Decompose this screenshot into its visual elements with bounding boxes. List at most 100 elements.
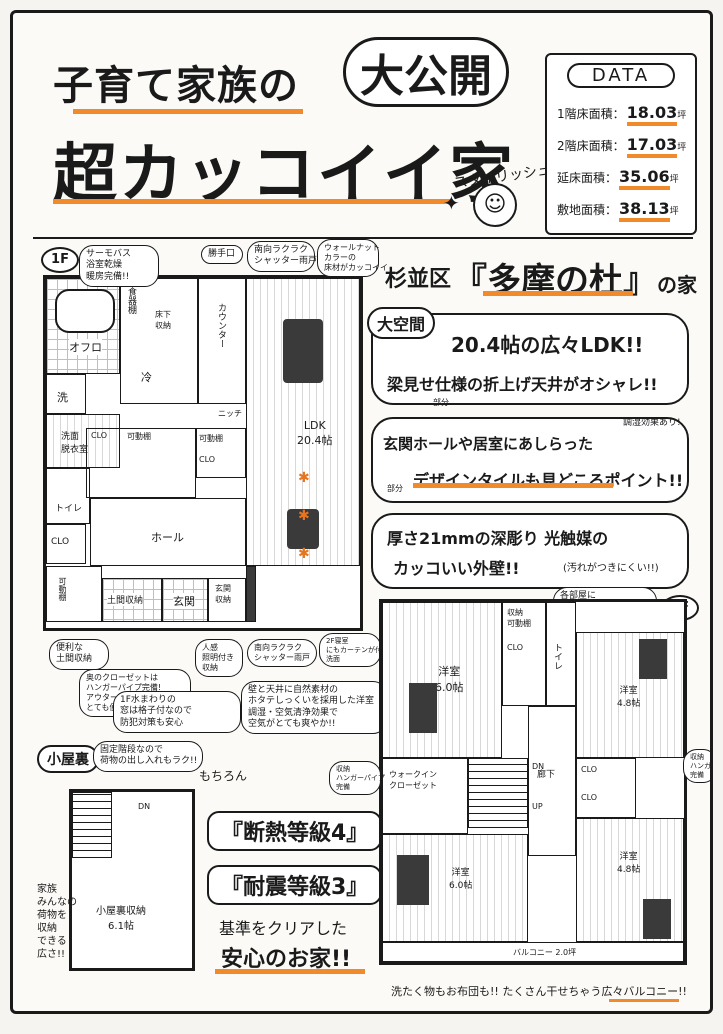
data-title: DATA — [567, 63, 675, 88]
data-label: 敷地面積： — [557, 203, 618, 217]
data-label: 1階床面積： — [557, 107, 625, 121]
room-ldk: LDK 20.4帖 — [246, 278, 360, 566]
point-text: カッコいい外壁!! — [393, 559, 520, 578]
room-label: 洋室 6.0帖 — [435, 665, 464, 694]
point-bubble-3: 厚さ21mmの深彫り 光触媒の カッコいい外壁!! (汚れがつきにくい!!) — [371, 513, 689, 589]
room-label: CLO — [91, 431, 108, 440]
room-wic: ウォークイン クローゼット — [382, 758, 468, 834]
floor2-side-callout2: 収納 ハンガーパイプ 完備 — [329, 761, 385, 796]
bed-icon — [409, 683, 437, 733]
room-label: CLO — [507, 643, 524, 652]
room-label: 可動棚 — [199, 434, 223, 443]
point-bubble-1: 大空間 20.4帖の広々LDK!! 梁見せ仕様の折上げ天井がオシャレ!! 部分 — [367, 307, 689, 407]
room-label: 可動棚 — [58, 577, 67, 601]
point-note: (汚れがつきにくい!!) — [563, 563, 659, 574]
grade-item2: 『耐震等級3』 — [207, 865, 383, 905]
data-unit: 坪 — [669, 207, 679, 217]
callout-backdoor: 勝手口 — [201, 245, 243, 265]
callout-shutter2: 南向ラクラク シャッター雨戸 — [247, 639, 317, 667]
room-label: 洗面 脱衣室 — [61, 432, 89, 455]
callout-shutter: 南向ラクラク シャッター雨戸 — [247, 241, 317, 272]
floor1-plan: オフロ 洗 洗面 脱衣室 トイレ CLO 食器棚 床下 収納 冷 カウンター L… — [43, 275, 363, 631]
data-row: 延床面積：35.06坪 — [557, 167, 691, 190]
room-earth-storage: 土間収納 — [102, 578, 162, 622]
room-label: 廊下 — [537, 770, 556, 780]
callout-curtain: 2F寝室 にもカーテンが付いてる 洗面 — [319, 633, 403, 668]
room-label: 土間収納 — [107, 593, 144, 606]
bottom-underline — [609, 999, 679, 1002]
room-entrance: 玄関 — [162, 578, 208, 622]
room-wash: 洗 — [46, 374, 86, 414]
room-label: 洗 — [57, 391, 68, 404]
attic-badge: 小屋裏 — [37, 745, 99, 773]
room-label: 床下 収納 — [155, 310, 171, 330]
room-label: 冷 — [141, 371, 152, 384]
bathtub-icon — [55, 289, 115, 333]
point-text: 梁見せ仕様の折上げ天井がオシャレ!! — [387, 375, 658, 394]
point-text: 20.4帖の広々LDK!! — [451, 333, 644, 357]
room-movable: 可動棚 — [46, 566, 102, 622]
room-kitchen: 食器棚 床下 収納 冷 — [120, 278, 198, 404]
attic-plan: DN 小屋裏収納 6.1帖 — [69, 789, 195, 971]
title-underline — [53, 199, 453, 204]
callout-earth-storage: 便利な 土間収納 — [49, 639, 109, 670]
room-r4: 洋室 4.8帖 — [576, 818, 684, 942]
attic-stairs — [72, 792, 112, 858]
room-toilet: トイレ — [46, 468, 90, 524]
data-value: 38.13 — [619, 199, 670, 222]
data-value: 18.03 — [626, 103, 678, 126]
room-counter: カウンター — [198, 278, 246, 404]
room-label: 洋室 6.0帖 — [449, 868, 473, 891]
callout-window: 1F水まわりの 窓は格子付なので 防犯対策も安心 — [113, 691, 241, 733]
tile-mark-icon: ✱ — [298, 508, 310, 524]
grade-text: 基準をクリアした — [219, 919, 348, 938]
floor2-dn: DN — [532, 762, 545, 771]
title1-underline — [73, 109, 303, 114]
location-ward: 杉並区 — [385, 267, 452, 292]
grade-underline — [215, 969, 365, 974]
title-badge: 大公開 — [343, 37, 509, 107]
room-r3: 洋室 6.0帖 — [382, 834, 528, 942]
attic-room-label: 小屋裏収納 6.1帖 — [96, 906, 146, 932]
point-note: 部分 — [387, 484, 403, 493]
grade-closing: 安心のお家!! — [221, 947, 352, 972]
room-label: LDK 20.4帖 — [297, 419, 333, 447]
callout-light: 人感 照明付き 収納 — [195, 639, 243, 677]
point-text: 厚さ21mmの深彫り 光触媒の — [387, 529, 609, 548]
callout-shikkui: 壁と天井に自然素材の ホタテしっくいを採用した洋室 調湿・空気清浄効果で 空気が… — [241, 681, 387, 734]
floor1-badge: 1F — [41, 247, 79, 273]
grade-lead: もちろん — [199, 769, 248, 783]
room-r1: 洋室 6.0帖 — [382, 602, 502, 758]
room-label: CLO — [199, 455, 216, 464]
location-underline — [483, 291, 633, 296]
room-label: CLO — [581, 765, 598, 774]
room-label: CLO — [581, 793, 598, 802]
room-balcony: バルコニー 2.0坪 — [382, 942, 684, 962]
floor2-side-callout: 収納 ハンガーパイプ 完備 — [683, 749, 710, 784]
accent-wall — [246, 566, 256, 622]
bed-icon — [643, 899, 671, 939]
data-label: 2階床面積： — [557, 139, 625, 153]
room-label: オフロ — [69, 339, 102, 355]
tile-mark-icon: ✱ — [298, 470, 310, 486]
grade-item1: 『断熱等級4』 — [207, 811, 383, 851]
data-unit: 坪 — [677, 111, 687, 121]
attic-dn: DN — [138, 802, 151, 811]
header-divider — [33, 237, 693, 239]
attic-callout: 固定階段なので 荷物の出し入れもラク!! — [93, 741, 203, 772]
smiley-icon: ☺ — [473, 183, 517, 227]
point-tag: 大空間 — [367, 307, 436, 339]
room-label: 玄関 収納 — [215, 584, 231, 604]
point-note: 部分 — [433, 398, 449, 407]
location-suffix: の家 — [657, 273, 697, 297]
room-label: バルコニー 2.0坪 — [513, 948, 577, 957]
room-label: 可動棚 — [127, 432, 151, 441]
floor2-up: UP — [532, 802, 543, 811]
room-label: 洋室 4.8帖 — [617, 686, 641, 709]
room-bath: オフロ — [46, 278, 120, 374]
data-unit: 坪 — [677, 143, 687, 153]
sparkle-icon: ✦ — [443, 191, 460, 215]
point2-underline — [413, 483, 613, 488]
room-label: 食器棚 — [126, 287, 136, 314]
data-value: 35.06 — [619, 167, 670, 190]
